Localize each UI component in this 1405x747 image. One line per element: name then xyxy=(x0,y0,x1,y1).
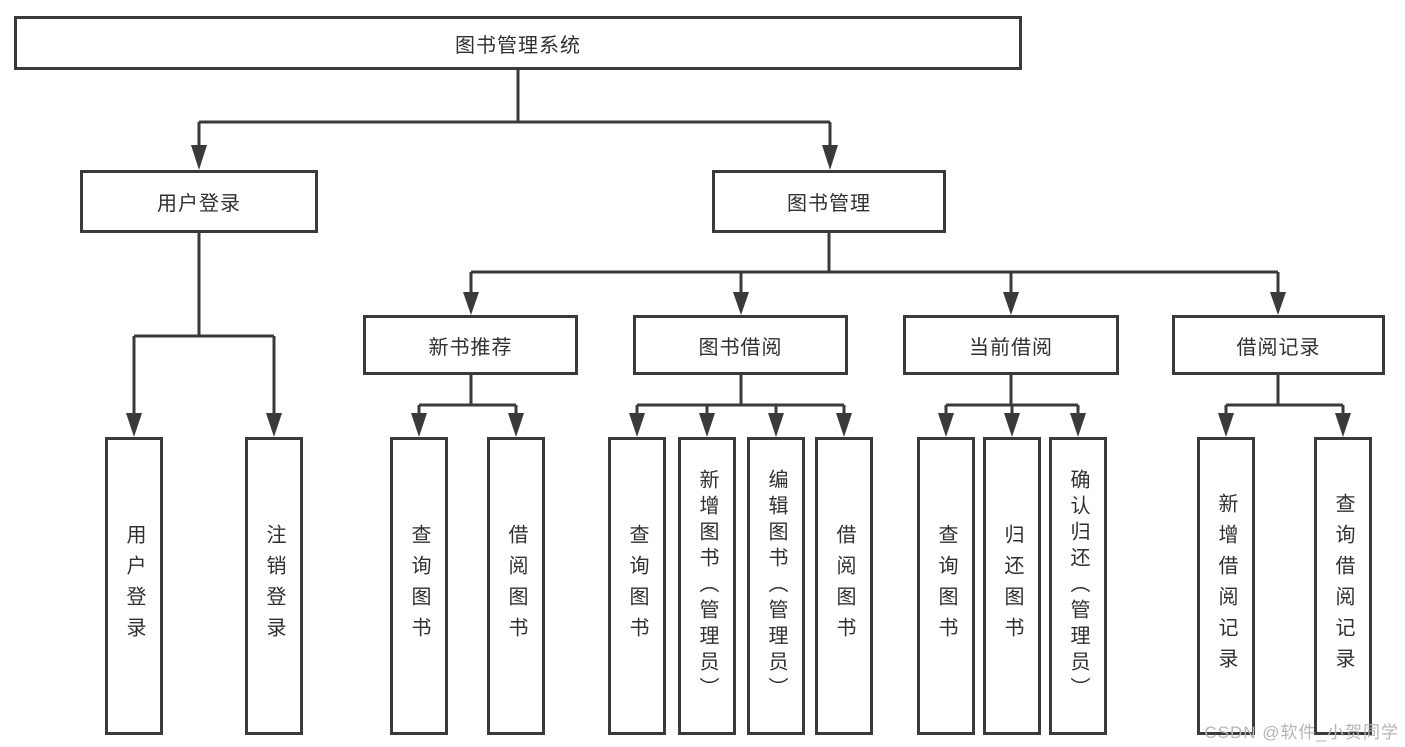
leaf-edit-book-admin: 编辑图书（管理员） xyxy=(747,437,805,735)
node-label: 借阅图书 xyxy=(505,524,527,648)
csdn-watermark: CSDN @软件_小贺同学 xyxy=(1204,723,1399,742)
leaf-query-books-recommend: 查询图书 xyxy=(390,437,448,735)
leaf-user-login: 用户登录 xyxy=(105,437,163,735)
leaf-logout: 注销登录 xyxy=(245,437,303,735)
node-label: 借阅图书 xyxy=(833,524,855,648)
leaf-add-borrow-record: 新增借阅记录 xyxy=(1197,437,1255,735)
node-label: 查询借阅记录 xyxy=(1332,493,1354,679)
leaf-borrow-books-recommend: 借阅图书 xyxy=(487,437,545,735)
node-label: 图书管理 xyxy=(787,193,871,215)
node-book-management: 图书管理 xyxy=(712,170,946,233)
node-root-library-system: 图书管理系统 xyxy=(14,16,1022,70)
leaf-return-book: 归还图书 xyxy=(983,437,1041,735)
node-label: 图书管理系统 xyxy=(455,34,581,57)
node-label: 图书借阅 xyxy=(698,336,783,359)
leaf-add-book-admin: 新增图书（管理员） xyxy=(678,437,736,735)
node-label: 借阅记录 xyxy=(1236,336,1321,359)
leaf-query-books-borrowing: 查询图书 xyxy=(608,437,666,735)
node-label: 用户登录 xyxy=(157,193,241,215)
node-label: 新书推荐 xyxy=(428,336,513,359)
node-label: 用户登录 xyxy=(123,524,145,648)
node-current-borrowing: 当前借阅 xyxy=(903,315,1119,375)
node-label: 注销登录 xyxy=(263,524,285,648)
node-label: 确认归还（管理员） xyxy=(1067,469,1089,703)
node-label: 查询图书 xyxy=(408,524,430,648)
node-book-borrowing: 图书借阅 xyxy=(633,315,848,375)
node-label: 新增借阅记录 xyxy=(1215,493,1237,679)
node-label: 当前借阅 xyxy=(969,336,1053,359)
node-label: 查询图书 xyxy=(626,524,648,648)
leaf-confirm-return-admin: 确认归还（管理员） xyxy=(1049,437,1107,735)
node-label: 编辑图书（管理员） xyxy=(765,469,787,703)
leaf-query-books-current: 查询图书 xyxy=(917,437,975,735)
leaf-query-borrow-record: 查询借阅记录 xyxy=(1314,437,1372,735)
leaf-borrow-books-borrowing: 借阅图书 xyxy=(815,437,873,735)
node-label: 归还图书 xyxy=(1001,524,1023,648)
node-label: 新增图书（管理员） xyxy=(696,469,718,703)
node-label: 查询图书 xyxy=(935,524,957,648)
node-new-book-recommend: 新书推荐 xyxy=(363,315,578,375)
node-borrowing-records: 借阅记录 xyxy=(1172,315,1385,375)
node-user-login: 用户登录 xyxy=(80,170,318,233)
